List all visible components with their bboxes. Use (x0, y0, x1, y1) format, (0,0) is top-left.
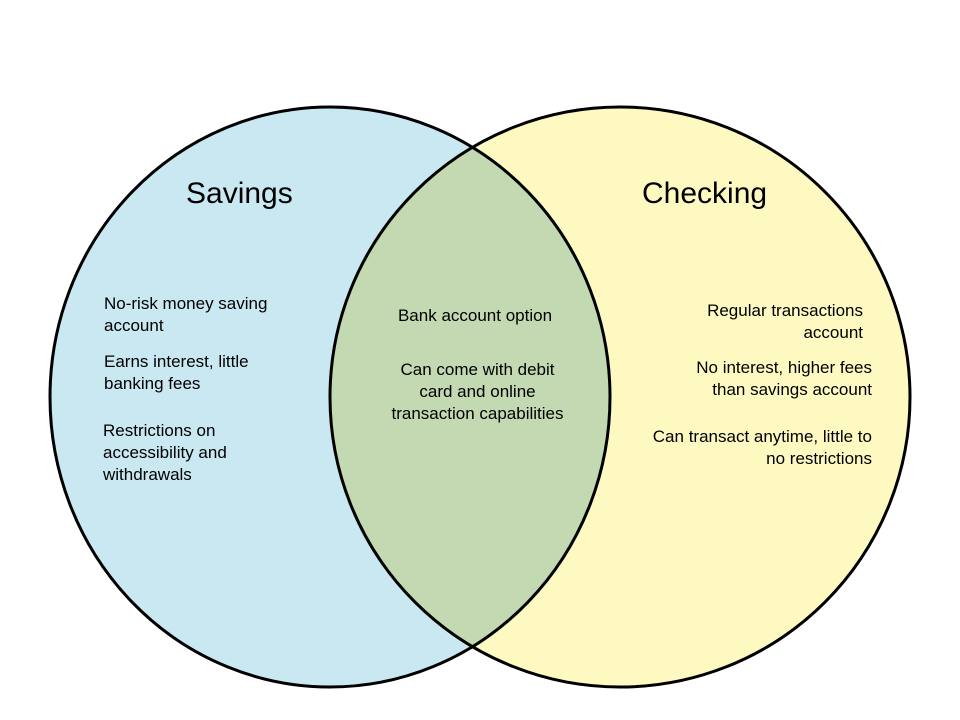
overlap-item: Can come with debit card and online tran… (391, 360, 564, 423)
overlap-item: Bank account option (397, 306, 553, 325)
checking-title: Checking (642, 177, 768, 210)
checking-item: Can transact anytime, little to no restr… (652, 427, 872, 468)
savings-item: Restrictions on accessibility and withdr… (103, 421, 227, 484)
checking-item: No interest, higher fees than savings ac… (696, 358, 872, 399)
savings-title: Savings (186, 177, 293, 210)
checking-item: Regular transactions account (707, 301, 863, 342)
overlap-region (330, 107, 610, 687)
checking-outline (328, 105, 912, 689)
savings-item: Earns interest, little banking fees (104, 352, 249, 393)
savings-outline (48, 105, 612, 689)
savings-item: No-risk money saving account (104, 294, 268, 335)
